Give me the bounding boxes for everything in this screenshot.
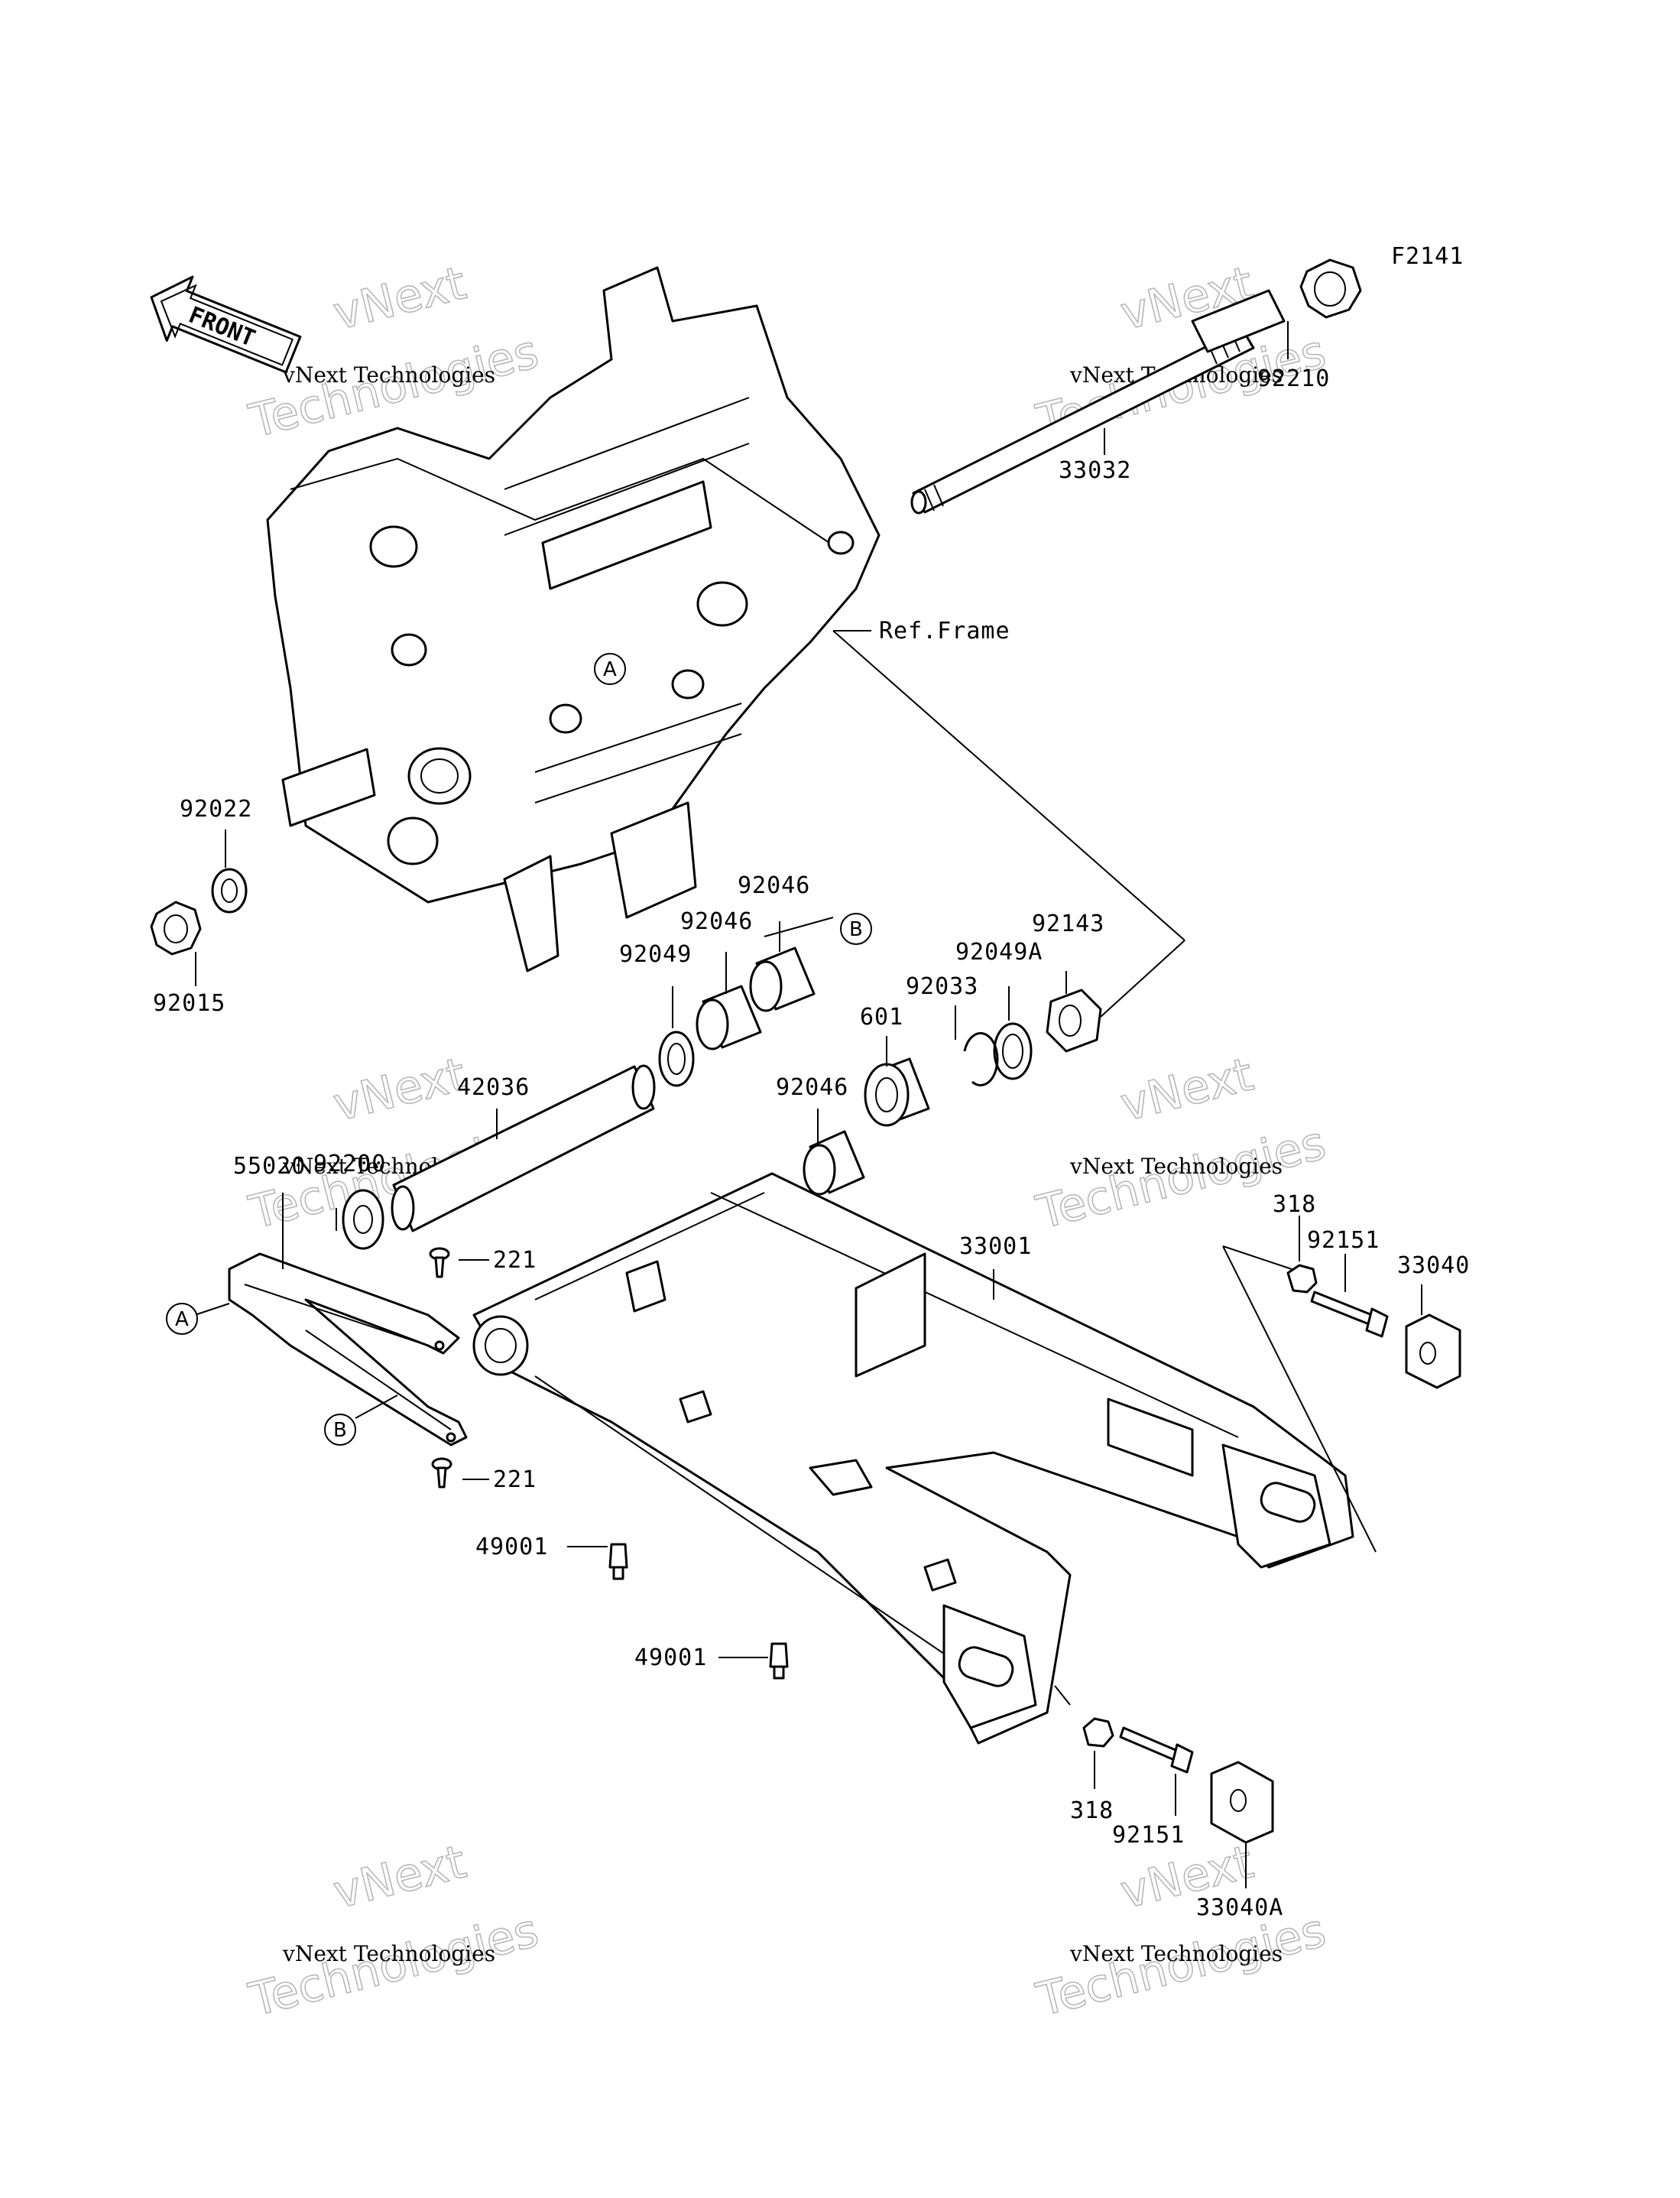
part-label-92015: 92015 <box>153 990 225 1017</box>
watermark-text: vNext Technologies <box>282 362 495 388</box>
watermark-vnext: vNext <box>1115 1047 1258 1131</box>
part-label-92033: 92033 <box>906 973 978 1000</box>
front-arrow-icon: FRONT <box>150 275 302 374</box>
nut-92015-icon <box>150 901 202 956</box>
svg-text:A: A <box>175 1308 189 1331</box>
nut-318-top-icon <box>1286 1264 1318 1294</box>
part-label-92200: 92200 <box>313 1151 386 1177</box>
callout-a-guard: A <box>166 1303 198 1335</box>
ref-frame-label: Ref.Frame <box>879 618 1010 644</box>
ball-bearing-601-icon <box>864 1057 930 1127</box>
part-label-92049: 92049 <box>619 941 692 968</box>
part-label-33040: 33040 <box>1397 1252 1470 1279</box>
part-label-55020: 55020 <box>233 1153 306 1180</box>
part-label-92046-top: 92046 <box>738 872 810 899</box>
bearing-92046-low-icon <box>803 1130 865 1196</box>
collar-tube-42036 <box>391 1064 656 1232</box>
watermark-text: vNext Technologies <box>1069 1941 1283 1966</box>
svg-text:B: B <box>849 918 863 941</box>
screw-221-top-icon <box>429 1247 450 1278</box>
watermark-text: vNext Technologies <box>1069 1154 1283 1179</box>
grease-nipple-49001-top-icon <box>608 1543 628 1580</box>
part-label-92046-mid: 92046 <box>680 908 753 935</box>
nut-92210-icon <box>1299 258 1362 319</box>
part-label-318-top: 318 <box>1273 1191 1316 1218</box>
figure-code: F2141 <box>1391 243 1464 270</box>
circlip-92033-icon <box>963 1031 999 1086</box>
swingarm-33001 <box>472 1172 1354 1745</box>
part-label-92151-top: 92151 <box>1307 1227 1380 1254</box>
bolt-92151-top-icon <box>1310 1291 1389 1338</box>
part-label-221-top: 221 <box>493 1247 537 1274</box>
svg-text:A: A <box>603 658 617 681</box>
part-label-221-bot: 221 <box>493 1466 537 1493</box>
part-label-318-bot: 318 <box>1070 1797 1114 1824</box>
part-label-601: 601 <box>860 1004 903 1031</box>
frame-illustration <box>266 266 881 972</box>
watermark: vNext Technologies vNext Technologies <box>243 1835 543 2028</box>
pivot-shaft <box>910 289 1286 515</box>
part-label-42036: 42036 <box>457 1074 530 1101</box>
callout-a-frame: A <box>594 653 626 685</box>
part-label-92210: 92210 <box>1257 365 1330 392</box>
watermark-vnext: vNext <box>328 1835 471 1919</box>
part-label-33032: 33032 <box>1059 457 1131 484</box>
watermark-text: vNext Technologies <box>282 1941 495 1966</box>
part-label-92049A: 92049A <box>955 939 1043 966</box>
nut-318-bot-icon <box>1082 1717 1114 1748</box>
part-label-33001: 33001 <box>959 1233 1032 1260</box>
part-label-92022: 92022 <box>180 796 252 823</box>
callout-b-bearing: B <box>840 913 872 945</box>
washer-92022-icon <box>211 868 248 914</box>
nut-92143-icon <box>1046 989 1102 1053</box>
bearing-92046-top-icon <box>749 946 816 1012</box>
part-labels: Ref.Frame 92210 33032 92022 92015 92046 … <box>153 365 1470 1921</box>
part-label-92046-low: 92046 <box>776 1074 848 1101</box>
bolt-92151-bot-icon <box>1119 1726 1194 1774</box>
screw-221-bot-icon <box>431 1457 452 1489</box>
adjuster-block-33040A-icon <box>1210 1761 1274 1844</box>
part-label-92143: 92143 <box>1032 911 1104 937</box>
chain-guard-55020 <box>228 1252 468 1446</box>
washer-92200-icon <box>342 1189 384 1250</box>
grease-nipple-49001-bot-icon <box>769 1642 789 1680</box>
part-label-33040A: 33040A <box>1196 1894 1283 1921</box>
collar-92049-icon <box>658 1031 695 1087</box>
part-label-92151-bot: 92151 <box>1112 1822 1185 1849</box>
watermark-vnext: vNext <box>328 256 471 340</box>
part-label-49001-bot: 49001 <box>634 1644 707 1671</box>
watermark-vnext: vNext <box>328 1047 471 1131</box>
watermark: vNext Technologies vNext Technologies <box>1030 1835 1331 2028</box>
part-label-49001-top: 49001 <box>475 1534 548 1560</box>
svg-text:B: B <box>333 1419 347 1442</box>
adjuster-block-33040-icon <box>1405 1313 1461 1389</box>
leader-lines <box>194 321 1422 1888</box>
bearing-92046-mid-icon <box>696 985 762 1050</box>
collar-92049A-icon <box>993 1022 1033 1080</box>
callout-b-guard: B <box>324 1414 356 1446</box>
